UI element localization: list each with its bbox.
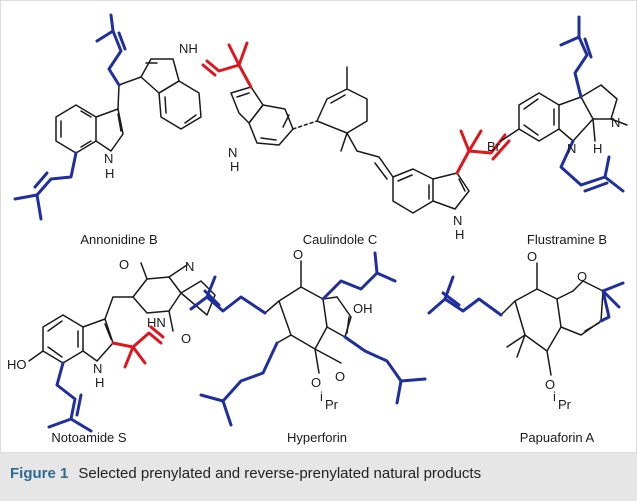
atom-h: H (455, 227, 464, 242)
atom-nh: NH (179, 41, 198, 56)
atom-o: O (335, 369, 345, 384)
atom-o: O (181, 331, 191, 346)
compound-name: Papuaforin A (520, 430, 595, 445)
atom-o: O (545, 377, 555, 392)
atom-pr: Pr (325, 397, 339, 412)
atom-oh: OH (353, 301, 373, 316)
structure-annonidine-b: NH N H Annonidine B (13, 13, 202, 247)
atom-n: N (104, 151, 113, 166)
atom-o: O (119, 257, 129, 272)
atom-h: H (593, 141, 602, 156)
atom-n: N (567, 141, 576, 156)
atom-pr: Pr (558, 397, 572, 412)
compound-name: Flustramine B (527, 232, 607, 247)
atom-o: O (293, 247, 303, 262)
figure-caption: Figure 1 Selected prenylated and reverse-… (0, 453, 637, 501)
figure-label: Figure 1 (10, 465, 69, 482)
atom-h: H (95, 375, 104, 390)
compound-name: Caulindole C (303, 232, 377, 247)
atom-br: Br (487, 139, 501, 154)
atom-h: H (230, 159, 239, 174)
compound-name: Annonidine B (80, 232, 157, 247)
atom-n: N (611, 115, 620, 130)
atom-n: N (185, 259, 194, 274)
atom-n: N (93, 361, 102, 376)
atom-o: O (577, 269, 587, 284)
atom-i: i (320, 389, 323, 404)
atom-o: O (527, 249, 537, 264)
atom-o: O (311, 375, 321, 390)
structure-caulindole-c: N H N H Caulindole C (201, 41, 511, 247)
atom-n: N (228, 145, 237, 160)
atom-i: i (553, 389, 556, 404)
compound-name: Hyperforin (287, 430, 347, 445)
structure-notoamide-s: O N HN O HO N H Notoamide S (7, 257, 216, 445)
atom-n: N (453, 213, 462, 228)
structures-panel: NH N H Annonidine B (0, 0, 637, 453)
caption-text: Selected prenylated and reverse-prenylat… (78, 465, 482, 482)
atom-hn: HN (147, 315, 166, 330)
structure-hyperforin: O O OH O i Pr Hyperforin (189, 247, 427, 445)
structures-canvas: NH N H Annonidine B (7, 13, 628, 445)
atom-ho: HO (7, 357, 27, 372)
structure-papuaforin-a: O O O i Pr Papuaforin A (427, 249, 625, 445)
structure-flustramine-b: Br N N H Flustramine B (487, 15, 628, 247)
compound-name: Notoamide S (51, 430, 126, 445)
atom-h: H (105, 166, 114, 181)
